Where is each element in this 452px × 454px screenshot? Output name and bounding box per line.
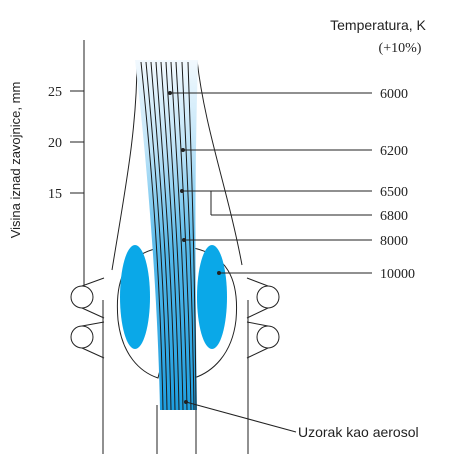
temp-6000: 6000 xyxy=(380,87,408,102)
coil-right-top xyxy=(256,285,280,309)
coil-lead xyxy=(81,277,105,287)
temp-8000: 8000 xyxy=(380,234,408,249)
temp-6800: 6800 xyxy=(380,209,408,224)
title: Temperatura, K xyxy=(330,17,426,33)
coil-lead xyxy=(81,307,105,319)
coil-lead xyxy=(246,307,269,319)
tick-label-25: 25 xyxy=(48,85,62,100)
coil-lead xyxy=(246,321,269,327)
temp-10000: 10000 xyxy=(380,267,415,282)
temp-6200: 6200 xyxy=(380,144,408,159)
coil-lead xyxy=(246,347,269,359)
coil-lead xyxy=(246,277,269,287)
coil-lead xyxy=(81,321,105,327)
aerosol-label: Uzorak kao aerosol xyxy=(298,424,419,440)
flow-lines xyxy=(140,61,197,411)
temp-6500: 6500 xyxy=(380,185,408,200)
leader-lines xyxy=(168,91,372,433)
induction-zone-left xyxy=(120,245,150,349)
tick-label-15: 15 xyxy=(48,187,62,202)
coil-left-top xyxy=(70,285,94,309)
plasma-channel xyxy=(135,60,198,410)
coil-right-bottom xyxy=(256,325,280,349)
tick-label-20: 20 xyxy=(48,136,62,151)
flame-outline xyxy=(111,59,243,271)
coil-left-bottom xyxy=(70,325,94,349)
induction-zone-right xyxy=(197,245,227,349)
subtitle: (+10%) xyxy=(379,41,422,56)
y-axis-label: Visina iznad zavojnice, mm xyxy=(8,82,23,239)
coil-lead xyxy=(81,347,105,359)
